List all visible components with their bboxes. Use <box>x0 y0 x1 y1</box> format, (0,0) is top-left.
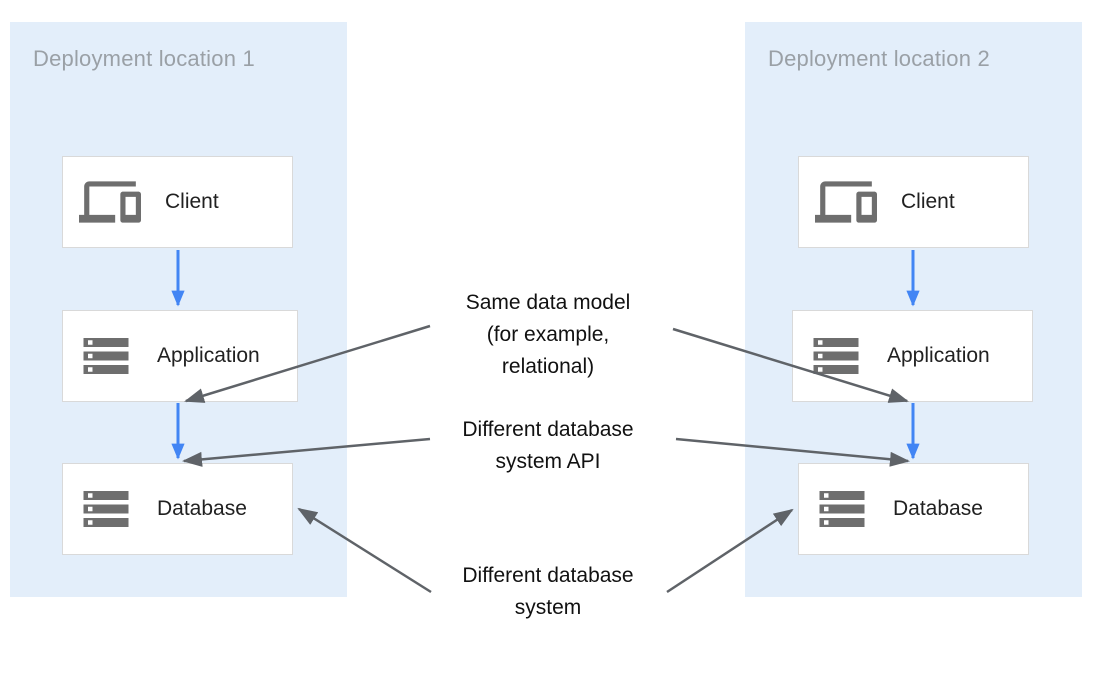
annotation-line: Different database <box>462 564 634 587</box>
annotation-line: system API <box>495 450 601 473</box>
node-label: Application <box>887 344 990 367</box>
annotation-different-database-system: Different database system <box>428 560 668 624</box>
node-label: Client <box>165 190 219 213</box>
deployment-location-2-title: Deployment location 2 <box>768 46 990 71</box>
devices-icon <box>815 171 877 233</box>
node-label: Application <box>157 344 260 367</box>
devices-icon <box>79 171 141 233</box>
annotation-line: (for example, <box>486 323 610 346</box>
node-application-location2: Application <box>792 310 1033 402</box>
deployment-location-1-title: Deployment location 1 <box>33 46 255 71</box>
annotation-line: Same data model <box>465 291 631 314</box>
node-label: Client <box>901 190 955 213</box>
node-database-location2: Database <box>798 463 1029 555</box>
annotation-line: Different database <box>462 418 634 441</box>
storage-icon <box>815 482 869 536</box>
storage-icon <box>809 329 863 383</box>
node-database-location1: Database <box>62 463 293 555</box>
annotation-different-database-system-api: Different database system API <box>428 414 668 478</box>
node-client-location2: Client <box>798 156 1029 248</box>
annotation-same-data-model: Same data model (for example, relational… <box>428 287 668 383</box>
node-application-location1: Application <box>62 310 298 402</box>
storage-icon <box>79 329 133 383</box>
annotation-line: relational) <box>501 355 595 378</box>
node-label: Database <box>893 497 983 520</box>
storage-icon <box>79 482 133 536</box>
node-client-location1: Client <box>62 156 293 248</box>
node-label: Database <box>157 497 247 520</box>
annotation-line: system <box>514 596 582 619</box>
